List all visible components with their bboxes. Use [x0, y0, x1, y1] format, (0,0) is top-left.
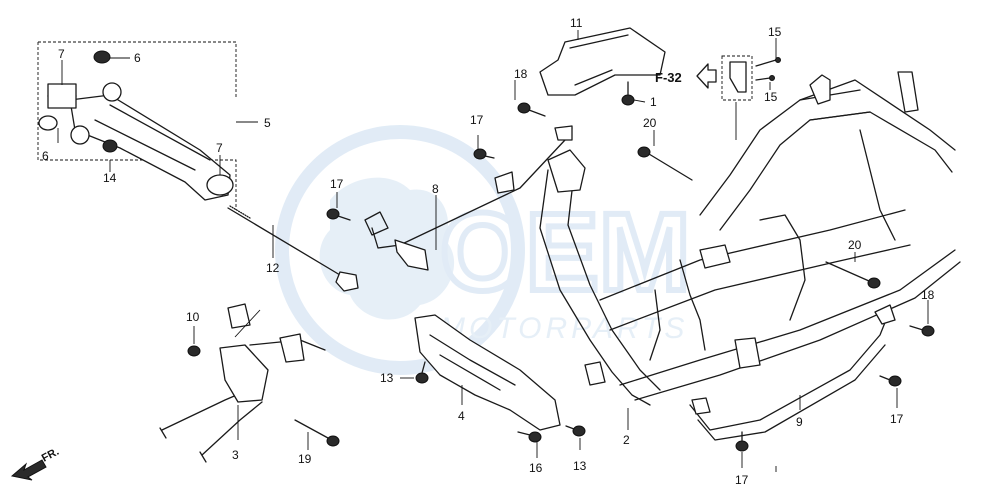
callout-17: 17 [330, 177, 344, 191]
callout-12: 12 [266, 261, 280, 275]
engine-hanger-assembly [37, 41, 237, 210]
reference-box [721, 55, 753, 101]
cap-6-left [38, 115, 58, 131]
lower-bar-9 [689, 304, 896, 441]
callout-7: 7 [216, 141, 223, 155]
cover-11 [539, 27, 666, 96]
guard-4 [414, 314, 561, 431]
callout-14: 14 [103, 171, 117, 185]
reference-arrow-icon [696, 63, 717, 89]
callout-19: 19 [298, 452, 312, 466]
watermark-brand: OEM [440, 191, 691, 314]
watermark-subtitle: MOTORPARTS [440, 312, 688, 345]
main-frame-2 [539, 71, 961, 406]
callout-5: 5 [264, 116, 271, 130]
callout-labels: 7 6 5 6 7 14 12 8 11 18 17 17 1 20 15 15… [42, 16, 935, 487]
side-stay-8 [364, 125, 573, 271]
callout-1: 1 [650, 95, 657, 109]
callout-11: 11 [570, 16, 583, 30]
callout-13: 13 [380, 371, 394, 385]
callout-8: 8 [432, 182, 439, 196]
reference-label: F-32 [655, 70, 682, 85]
nut-14 [102, 139, 118, 153]
callout-9: 9 [796, 415, 803, 429]
callout-13: 13 [573, 459, 587, 473]
callout-2: 2 [623, 433, 630, 447]
front-arrow-icon [10, 459, 47, 481]
front-direction: FR. [10, 446, 61, 481]
long-bolt-12 [227, 205, 359, 292]
callout-10: 10 [186, 310, 200, 324]
callout-18: 18 [921, 288, 935, 302]
stand-3 [159, 303, 326, 463]
callout-16: 16 [529, 461, 543, 475]
watermark-logo: OEM MOTORPARTS [275, 125, 694, 375]
callout-18: 18 [514, 67, 528, 81]
callout-15: 15 [768, 25, 782, 39]
callout-3: 3 [232, 448, 239, 462]
callout-17: 17 [470, 113, 484, 127]
callout-7: 7 [58, 47, 65, 61]
callout-15: 15 [764, 90, 778, 104]
callout-17: 17 [890, 412, 904, 426]
callout-17: 17 [735, 473, 749, 487]
callout-6: 6 [134, 51, 141, 65]
callout-20: 20 [643, 116, 657, 130]
callout-6: 6 [42, 149, 49, 163]
bushing-7-right [206, 174, 234, 196]
leader-lines [57, 30, 929, 472]
callout-20: 20 [848, 238, 862, 252]
cap-6-top [93, 50, 111, 64]
reference-f32: F-32 [655, 55, 753, 101]
front-label: FR. [40, 446, 61, 465]
callout-4: 4 [458, 409, 465, 423]
group-bracket-5 [37, 41, 237, 210]
fasteners [187, 57, 935, 452]
